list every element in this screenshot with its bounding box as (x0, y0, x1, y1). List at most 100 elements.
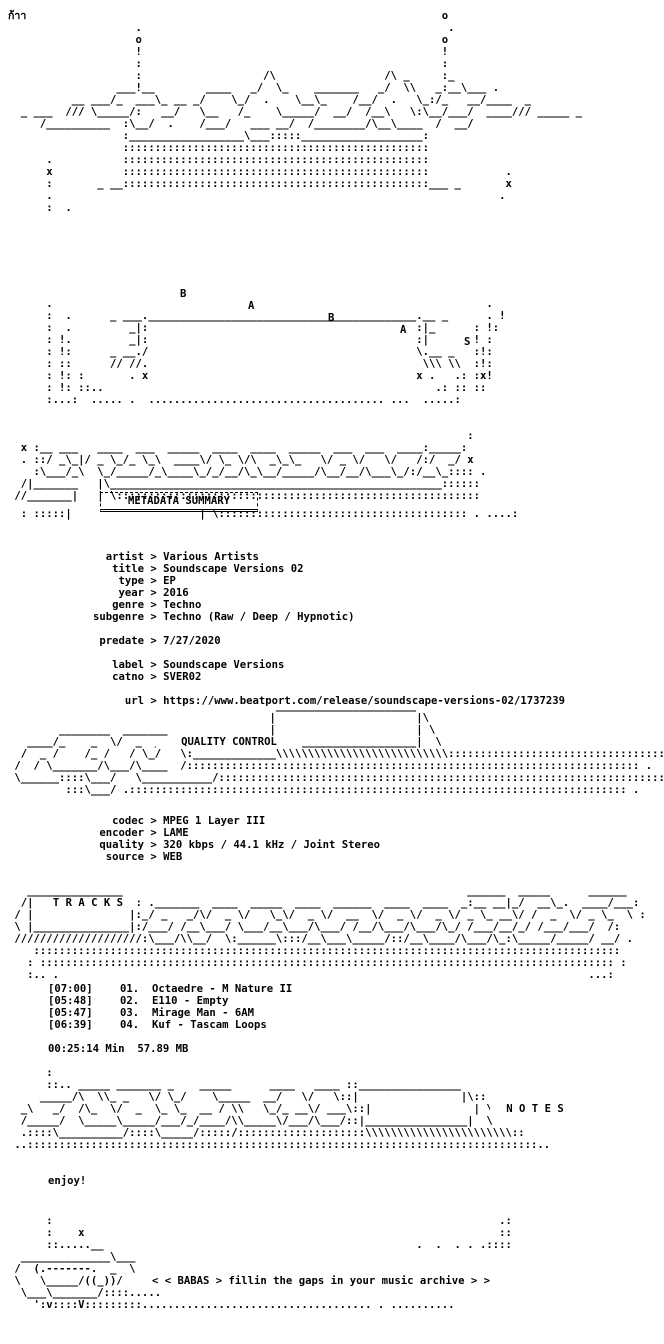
metadata-row-artist: artist > Various Artists (8, 551, 565, 563)
metadata-url-link[interactable]: https://www.beatport.com/release/soundsc… (163, 695, 565, 707)
track-number: 02. (120, 995, 140, 1007)
metadata-value: Techno (163, 599, 202, 611)
track-row: [06:39] 04. Kuf - Tascam Loops (48, 1019, 292, 1031)
quality-section-art: ______________________ | |\ ________ ___… (8, 700, 664, 796)
metadata-spacer (8, 647, 565, 659)
track-time: [05:48] (48, 995, 93, 1007)
track-title: Octaedre - M Nature II (152, 983, 293, 995)
metadata-row-url: url > https://www.beatport.com/release/s… (8, 695, 565, 707)
quality-key: quality (99, 839, 144, 851)
metadata-section-box: METADATA SUMMARY (100, 492, 258, 512)
metadata-key: catno (112, 671, 144, 683)
metadata-separator: > (150, 695, 157, 707)
header-art-body: o . . o o ! (20, 10, 583, 214)
track-row: [07:00] 01. Octaedre - M Nature II (48, 983, 292, 995)
metadata-row-predate: predate > 7/27/2020 (8, 635, 565, 647)
footer-art-top: : .: : x :: ::.....__ (14, 1215, 512, 1275)
quality-row-quality: quality > 320 kbps / 44.1 kHz / Joint St… (8, 839, 380, 851)
quality-row-encoder: encoder > LAME (8, 827, 380, 839)
metadata-key: type (118, 575, 144, 587)
track-row: [05:47] 03. Mirage Man - 6AM (48, 1007, 292, 1019)
metadata-key: label (112, 659, 144, 671)
track-number: 03. (120, 1007, 140, 1019)
notes-art-top: : ::.. _____ _______ _ _____ ____ ____ :… (14, 1067, 551, 1151)
metadata-value: Various Artists (163, 551, 259, 563)
quality-key: encoder (99, 827, 144, 839)
metadata-value: Soundscape Versions (163, 659, 285, 671)
metadata-spacer (8, 683, 565, 695)
metadata-value: Soundscape Versions 02 (163, 563, 304, 575)
logo-letter-1: B (180, 288, 187, 300)
track-time: [05:47] (48, 1007, 93, 1019)
metadata-row-genre: genre > Techno (8, 599, 565, 611)
footer-art-bottom: \ \_____/((_))/ \___\_______/::::..... '… (14, 1275, 455, 1311)
metadata-section-art: : x :__ ___ ____ ___ _____ ____ ____ ___… (8, 430, 518, 520)
metadata-separator: > (150, 599, 157, 611)
metadata-row-year: year > 2016 (8, 587, 565, 599)
metadata-key: url (124, 695, 144, 707)
footer-ascii-art: : .: : x :: ::.....__ (8, 1215, 512, 1311)
metadata-key: genre (112, 599, 144, 611)
tracks-section-title: T R A C K S (52, 897, 124, 909)
footer-tagline: < < BABAS > fillin the gaps in your musi… (152, 1275, 491, 1287)
notes-section-art: : ::.. _____ _______ _ _____ ____ ____ :… (8, 1067, 580, 1151)
metadata-row-catno: catno > SVER02 (8, 671, 565, 683)
metadata-value: Techno (Raw / Deep / Hypnotic) (163, 611, 355, 623)
metadata-value: EP (163, 575, 176, 587)
metadata-row-title: title > Soundscape Versions 02 (8, 563, 565, 575)
header-logo-letters: B A B A S (180, 276, 470, 360)
tracks-spacer (48, 1031, 292, 1043)
tracks-rows: [07:00] 01. Octaedre - M Nature II [05:48] 0… (48, 983, 292, 1055)
notes-text: enjoy! (48, 1175, 87, 1187)
tracks-section-art: _______________ ______ _____ ______ /| |… (8, 885, 646, 981)
track-number: 01. (120, 983, 140, 995)
quality-separator: > (150, 827, 157, 839)
quality-row-codec: codec > MPEG 1 Layer III (8, 815, 380, 827)
quality-art-top: ______________________ | |\ ________ ___… (14, 700, 664, 796)
header-art-bottom: . . : . _ ___.__________________________… (46, 298, 506, 406)
track-time: [06:39] (48, 1019, 93, 1031)
metadata-section-title: METADATA SUMMARY (127, 495, 231, 507)
metadata-spacer (8, 623, 565, 635)
track-title: Mirage Man - 6AM (152, 1007, 255, 1019)
metadata-row-type: type > EP (8, 575, 565, 587)
metadata-key: title (112, 563, 144, 575)
metadata-value: SVER02 (163, 671, 202, 683)
notes-section-box: N O T E S (490, 1103, 580, 1115)
metadata-separator: > (150, 671, 157, 683)
track-number: 04. (120, 1019, 140, 1031)
metadata-art-bottom: : :::::| | \::::::::::::::::::::::::::::… (8, 508, 519, 520)
tracks-art-top: _______________ ______ _____ ______ /| |… (14, 885, 646, 981)
metadata-art-top: : x :__ ___ ____ ___ _____ ____ ____ ___… (14, 430, 487, 502)
track-time: [07:00] (48, 983, 93, 995)
metadata-value: 2016 (163, 587, 189, 599)
quality-section-title: QUALITY CONTROL (181, 736, 277, 748)
metadata-key: year (118, 587, 144, 599)
tracks-section-box: T R A C K S (38, 897, 138, 909)
quality-separator: > (150, 839, 157, 851)
quality-section-box: QUALITY CONTROL (156, 736, 302, 748)
metadata-separator: > (150, 635, 157, 647)
quality-value: LAME (163, 827, 189, 839)
notes-section-title: N O T E S (506, 1103, 564, 1115)
logo-letter-2: A (248, 300, 255, 312)
quality-key: codec (112, 815, 144, 827)
quality-key: source (105, 851, 144, 863)
quality-separator: > (150, 851, 157, 863)
logo-letter-3: B (328, 312, 335, 324)
logo-letter-4: A (400, 324, 407, 336)
metadata-separator: > (150, 611, 157, 623)
header-corner-mark: ก้าา (8, 10, 27, 22)
tracks-totals: 00:25:14 Min 57.89 MB (48, 1043, 292, 1055)
metadata-row-label: label > Soundscape Versions (8, 659, 565, 671)
metadata-value: 7/27/2020 (163, 635, 221, 647)
metadata-separator: > (150, 587, 157, 599)
metadata-separator: > (150, 563, 157, 575)
track-title: Kuf - Tascam Loops (152, 1019, 267, 1031)
quality-value: WEB (163, 851, 183, 863)
quality-row-source: source > WEB (8, 851, 380, 863)
metadata-key: predate (99, 635, 144, 647)
